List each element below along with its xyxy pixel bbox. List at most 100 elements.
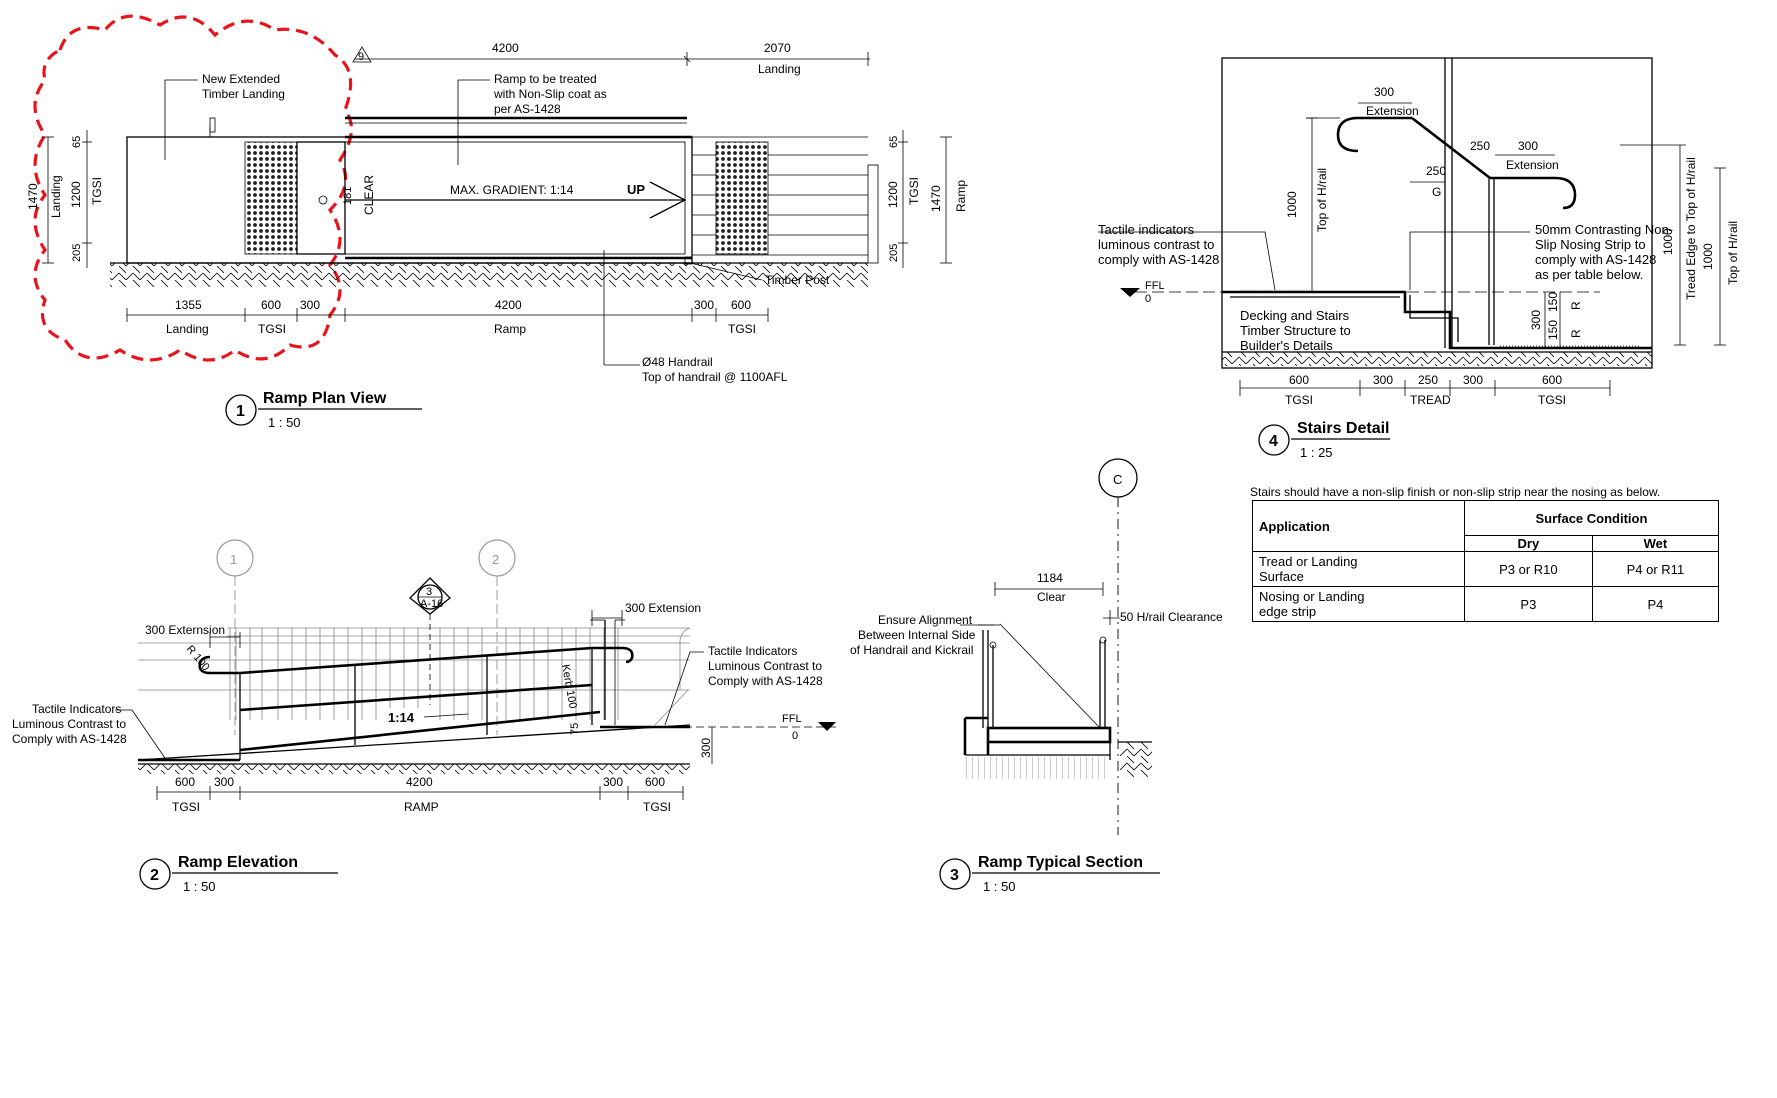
plan-bottom-label-tgsi-b: TGSI [728, 322, 756, 336]
plan-left-1470: 1470 [26, 183, 40, 210]
stairs-note-decking-2: Timber Structure to [1240, 323, 1351, 338]
stairs-bottom-300-a: 300 [1373, 373, 1393, 387]
plan-left-205: 205 [71, 244, 83, 262]
section-clear-dim: 1184 [1037, 571, 1063, 585]
section-note-3: of Handrail and Kickrail [850, 643, 973, 657]
section-clearance: 50 H/rail Clearance [1120, 610, 1223, 624]
plan-bottom-600-a: 600 [261, 298, 281, 312]
view-3-title: Ramp Typical Section [978, 854, 1143, 871]
stairs-right-1000-a: 1000 [1661, 228, 1675, 255]
plan-right-1200: 1200 [886, 181, 900, 208]
elev-note-right-2: Luminous Contrast to [708, 659, 822, 673]
plan-clear-label: CLEAR [362, 175, 376, 215]
view-4-number: 4 [1269, 433, 1278, 450]
plan-left-1200: 1200 [69, 181, 83, 208]
stairs-bottom-600-a: 600 [1289, 373, 1309, 387]
stairs-bottom-600-b: 600 [1542, 373, 1562, 387]
elev-bottom-600-b: 600 [645, 775, 665, 789]
elev-note-right-3: Comply with AS-1428 [708, 674, 823, 688]
elev-bottom-label-tgsi-b: TGSI [643, 800, 671, 814]
elev-background-railing [138, 627, 691, 726]
view-3-scale: 1 : 50 [983, 879, 1016, 894]
elev-bottom-300-b: 300 [603, 775, 623, 789]
plan-bottom-label-landing: Landing [166, 322, 209, 336]
stairs-riser-r-b: R [1569, 329, 1583, 338]
section-clear-label: Clear [1037, 590, 1066, 604]
table-cell-application: Nosing or Landing edge strip [1252, 586, 1465, 622]
view-2-number: 2 [150, 867, 159, 884]
stairs-right-1000-b: 1000 [1701, 243, 1715, 270]
stairs-riser-r-a: R [1569, 301, 1583, 310]
elev-height-300: 300 [699, 738, 713, 758]
elev-kerb-small: 75 [569, 723, 581, 735]
stairs-detail-view: 300 Extension 250 300 Extension 250 G 10… [1098, 57, 1740, 460]
section-grid-c: C [1113, 472, 1122, 487]
plan-right-205: 205 [888, 244, 900, 262]
elev-ffl: FFL [782, 713, 802, 725]
stairs-ext-left-dim: 300 [1374, 85, 1394, 99]
plan-left-label-landing: Landing [49, 175, 63, 218]
elev-grid-1: 1 [230, 552, 237, 567]
stairs-note-tactile-3: comply with AS-1428 [1098, 252, 1219, 267]
section-note-2: Between Internal Side [858, 628, 976, 642]
ramp-elevation-view: 1 2 3 A-16 [12, 539, 840, 894]
revision-cloud [33, 14, 353, 362]
table-cell-dry: P3 or R10 [1463, 551, 1593, 587]
stairs-note-decking-3: Builder's Details [1240, 338, 1333, 353]
table-cell-application-line1: Nosing or Landing [1259, 589, 1365, 604]
stairs-right-label-b: Top of H/rail [1726, 221, 1740, 285]
table-header-application: Application [1252, 500, 1465, 552]
elev-note-left-3: Comply with AS-1428 [12, 732, 127, 746]
stairs-table-note: Stairs should have a non-slip finish or … [1250, 485, 1661, 499]
table-cell-wet: P4 or R11 [1591, 551, 1720, 587]
stairs-h-left-1000: 1000 [1285, 191, 1299, 218]
plan-left-label-tgsi: TGSI [90, 177, 104, 205]
plan-bottom-1355: 1355 [175, 298, 202, 312]
stairs-note-nosing-2: Slip Nosing Strip to [1535, 237, 1646, 252]
table-row: Nosing or Landing edge strip P3 P4 [1252, 586, 1720, 622]
stairs-bottom-label-tread: TREAD [1410, 393, 1451, 407]
elev-grid-2: 2 [492, 552, 499, 567]
stairs-bottom-label-tgsi-a: TGSI [1285, 393, 1313, 407]
stairs-g-dim: 250 [1426, 164, 1446, 178]
table-cell-application: Tread or Landing Surface [1252, 551, 1465, 587]
plan-gradient: MAX. GRADIENT: 1:14 [450, 183, 574, 197]
ramp-typical-section-view: C 1184 Clear 50 H/rail Clearance En [850, 458, 1223, 894]
table-header-dry: Dry [1463, 535, 1593, 552]
dim-landing-label: Landing [758, 62, 801, 76]
stairs-note-nosing-4: as per table below. [1535, 267, 1643, 282]
stairs-note-tactile-2: luminous contrast to [1098, 237, 1214, 252]
tgsi-pad-landing [244, 141, 298, 255]
stairs-note-tactile-1: Tactile indicators [1098, 222, 1195, 237]
stairs-bottom-300-b: 300 [1463, 373, 1483, 387]
dim-2070: 2070 [764, 41, 791, 55]
tgsi-pad-ramp-top [715, 141, 769, 255]
note-landing-1: New Extended [202, 72, 280, 86]
elev-note-left-1: Tactile Indicators [32, 702, 121, 716]
view-1-number: 1 [236, 403, 245, 420]
plan-timber-post: Timber Post [765, 273, 830, 287]
elev-bottom-label-ramp: RAMP [404, 800, 439, 814]
elev-note-left-2: Luminous Contrast to [12, 717, 126, 731]
elev-ffl-value: 0 [792, 730, 798, 742]
elev-bottom-label-tgsi-a: TGSI [172, 800, 200, 814]
stairs-ffl-value: 0 [1145, 293, 1151, 305]
ramp-plan-view: 9 4200 2070 Landing New Extended Timber … [26, 14, 968, 430]
plan-bottom-300-b: 300 [694, 298, 714, 312]
elev-gradient: 1:14 [388, 710, 415, 725]
plan-up: UP [627, 182, 645, 197]
view-4-scale: 1 : 25 [1300, 445, 1333, 460]
stairs-right-label-a: Tread Edge to Top of H/rail [1684, 157, 1698, 300]
table-cell-application-line1: Tread or Landing [1259, 554, 1358, 569]
elev-section-tag-ref: A-16 [420, 598, 443, 610]
elev-ext-right: 300 Extension [625, 601, 701, 615]
table-cell-dry: P3 [1463, 586, 1593, 622]
plan-handrail-note-1: Ø48 Handrail [642, 355, 713, 369]
view-1-scale: 1 : 50 [268, 415, 301, 430]
note-ramp-3: per AS-1428 [494, 102, 561, 116]
note-ramp-1: Ramp to be treated [494, 72, 597, 86]
slip-resistance-table: Application Surface Condition Dry Wet Tr… [1252, 500, 1720, 622]
stairs-ext-300: 300 [1518, 139, 1538, 153]
stairs-h-left-label: Top of H/rail [1315, 168, 1329, 232]
